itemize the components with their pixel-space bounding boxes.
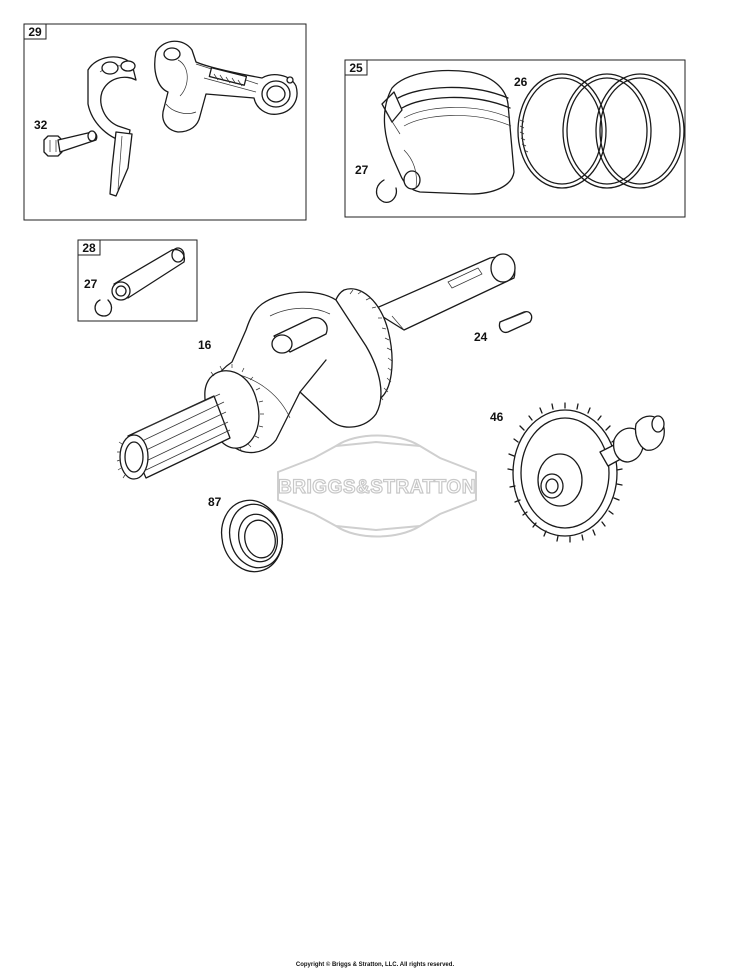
- crankshaft-key: [498, 310, 533, 334]
- group-28-tag: 28: [82, 241, 96, 255]
- camshaft: [507, 402, 665, 543]
- group-29-connecting-rod: 29: [23, 23, 307, 221]
- copyright-footer: Copyright © Briggs & Stratton, LLC. All …: [295, 962, 455, 968]
- piston-rings: [517, 73, 685, 189]
- group-25-tag: 25: [349, 61, 363, 75]
- crankshaft: [116, 253, 516, 480]
- group-25-piston: 25 26 27: [344, 59, 686, 218]
- callout-27-upper: 27: [355, 163, 369, 177]
- piston-pin-clip-lower: [94, 299, 113, 317]
- connecting-rod-cap: [87, 56, 137, 197]
- callout-87: 87: [208, 495, 222, 509]
- callout-32: 32: [34, 118, 48, 132]
- connecting-rod-bolt: [43, 130, 98, 157]
- group-28-piston-pin: 28 27: [77, 239, 198, 322]
- piston-pin-clip-upper: [375, 179, 398, 203]
- watermark-brand-text: BRIGGS&STRATTON: [278, 477, 476, 498]
- group-29-tag: 29: [28, 25, 42, 39]
- oil-seal: [220, 499, 284, 573]
- briggs-stratton-watermark: BRIGGS&STRATTON: [277, 434, 477, 538]
- callout-16: 16: [198, 338, 212, 352]
- callout-46: 46: [490, 410, 504, 424]
- callout-24: 24: [474, 330, 488, 344]
- piston-pin: [111, 247, 186, 301]
- connecting-rod: [154, 40, 298, 133]
- callout-26: 26: [514, 75, 528, 89]
- piston: [381, 69, 515, 195]
- callout-27-lower: 27: [84, 277, 98, 291]
